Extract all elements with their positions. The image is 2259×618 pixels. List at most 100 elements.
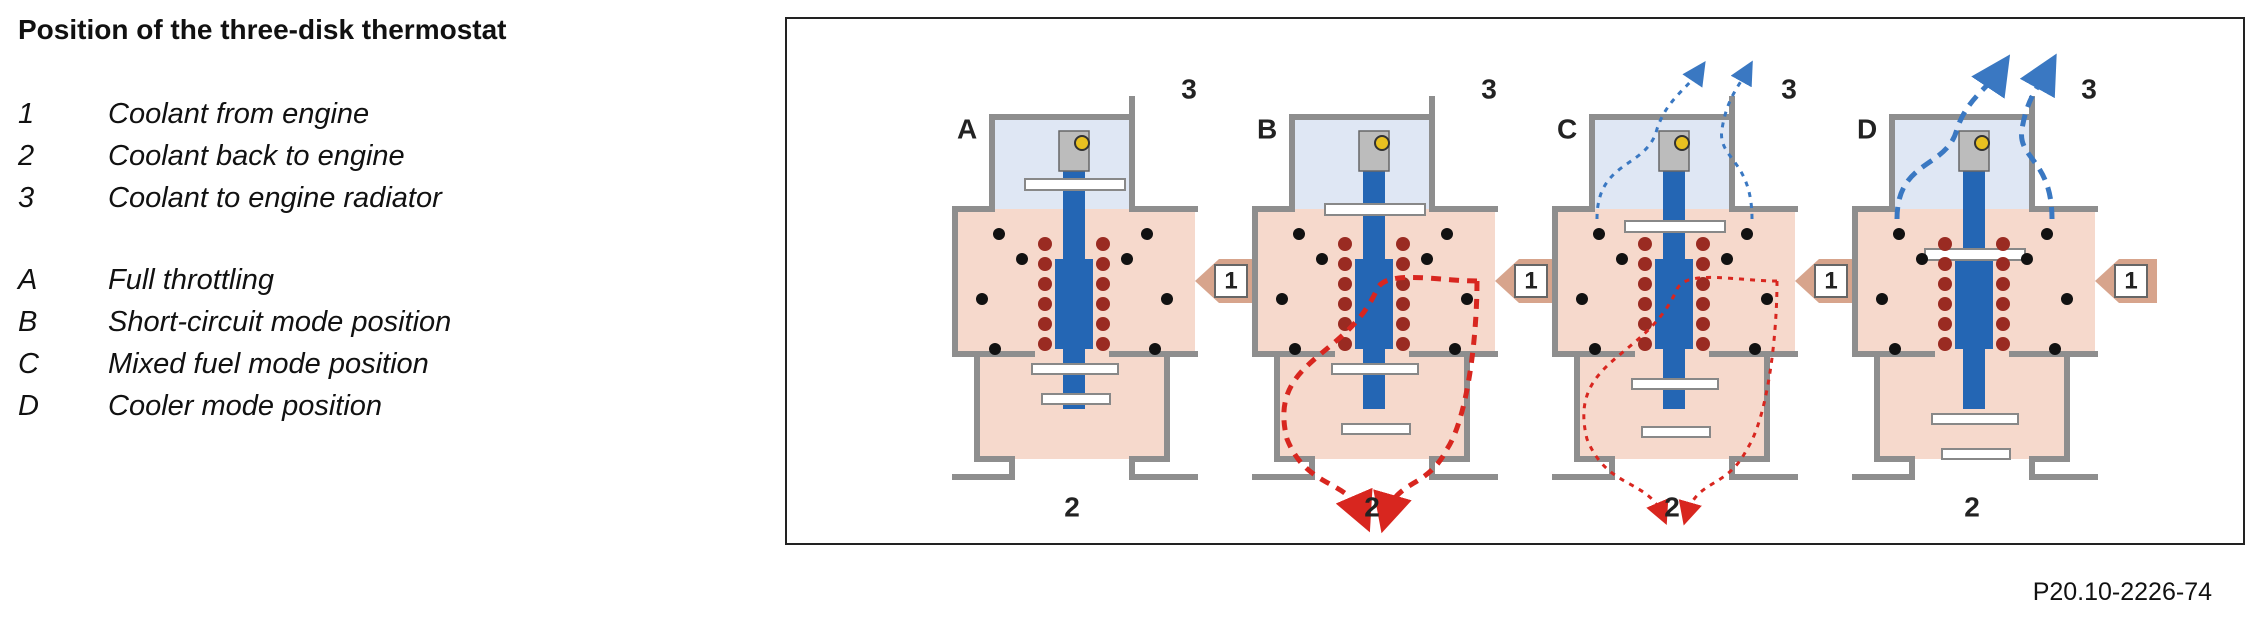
seat-dot xyxy=(1721,253,1733,265)
seat-dot xyxy=(2021,253,2033,265)
legend-key: 2 xyxy=(18,140,35,172)
spring-coil xyxy=(1396,257,1410,271)
sensor-bolt-icon xyxy=(1074,135,1090,151)
seat-dot xyxy=(2049,343,2061,355)
spring-coil xyxy=(1696,277,1710,291)
valve-body xyxy=(1355,259,1393,349)
spring-coil xyxy=(1938,277,1952,291)
disk-middle xyxy=(1931,413,2019,425)
panel-letter: A xyxy=(957,113,977,144)
seat-dot xyxy=(1293,228,1305,240)
spring-coil xyxy=(1638,317,1652,331)
spring-coil xyxy=(1396,277,1410,291)
housing-bottom-right xyxy=(1429,351,1498,480)
legend-key: 1 xyxy=(18,98,35,130)
legend-text: Coolant to engine radiator xyxy=(108,182,442,214)
seat-dot xyxy=(1149,343,1161,355)
disk-upper xyxy=(1624,220,1726,233)
return-label: 2 xyxy=(1364,491,1380,522)
spring-coil xyxy=(1096,237,1110,251)
seat-dot xyxy=(1593,228,1605,240)
legend-text: Short-circuit mode position xyxy=(108,306,452,338)
cold-flow-path xyxy=(2019,53,2057,220)
seat-dot xyxy=(1916,253,1928,265)
return-label: 2 xyxy=(1064,491,1080,522)
cold-flow-path xyxy=(1894,54,2011,220)
spring-coil xyxy=(1096,297,1110,311)
disk-lower xyxy=(1341,423,1411,435)
spring-coil xyxy=(1996,297,2010,311)
housing-top-left xyxy=(1589,96,1735,212)
legend-text: Coolant back to engine xyxy=(108,140,405,172)
disk-upper xyxy=(1324,203,1426,216)
seat-dot xyxy=(1461,293,1473,305)
spring-coil xyxy=(1338,277,1352,291)
cold-flow-path xyxy=(1720,60,1754,220)
spring-coil xyxy=(1396,237,1410,251)
housing-bottom-right xyxy=(1129,351,1198,480)
spring-coil xyxy=(1638,257,1652,271)
cold-flow-path xyxy=(1595,61,1706,220)
legend-key: A xyxy=(18,264,38,296)
spring-coil xyxy=(1096,277,1110,291)
inlet-label-box xyxy=(2114,264,2148,298)
panel-letter: B xyxy=(1257,113,1277,144)
seat-dot xyxy=(989,343,1001,355)
seat-dot xyxy=(1589,343,1601,355)
seat-dot xyxy=(1576,293,1588,305)
inlet-label-box xyxy=(1514,264,1548,298)
inlet-label: 1 xyxy=(1224,267,1237,294)
legend-text: Coolant from engine xyxy=(108,98,370,130)
spring-coil xyxy=(1996,337,2010,351)
sensor-bolt-icon xyxy=(1674,135,1690,151)
spring-coil xyxy=(1996,277,2010,291)
radiator-label: 3 xyxy=(1481,73,1497,104)
spring-coil xyxy=(1938,337,1952,351)
page-title: Position of the three-disk thermostat xyxy=(18,14,507,45)
inlet-label: 1 xyxy=(1524,267,1537,294)
spring-coil xyxy=(1638,297,1652,311)
housing-left-upper xyxy=(1252,206,1295,357)
seat-dot xyxy=(1141,228,1153,240)
legend-text: Mixed fuel mode position xyxy=(108,348,429,380)
radiator-label: 3 xyxy=(2081,73,2097,104)
disk-middle xyxy=(1331,363,1419,375)
spring-coil xyxy=(1996,237,2010,251)
sensor-bolt-icon xyxy=(1974,135,1990,151)
thermostat-panel-b: 1 B 3 2 xyxy=(1252,73,1557,534)
radiator-label: 3 xyxy=(1181,73,1197,104)
spring-coil xyxy=(1396,297,1410,311)
housing-bottom-right xyxy=(1729,351,1798,480)
spring-coil xyxy=(1338,337,1352,351)
inlet-label-box xyxy=(1814,264,1848,298)
spring-coil xyxy=(1638,237,1652,251)
inlet-label: 1 xyxy=(2124,267,2137,294)
seat-dot xyxy=(1749,343,1761,355)
legend-key: C xyxy=(18,348,39,380)
housing-bottom-left xyxy=(1552,351,1615,480)
seat-dot xyxy=(1893,228,1905,240)
disk-upper xyxy=(1924,248,2026,261)
legend-key: D xyxy=(18,390,39,422)
seat-dot xyxy=(2041,228,2053,240)
seat-dot xyxy=(1761,293,1773,305)
hot-flow-path xyxy=(1373,280,1480,534)
panel-letter: C xyxy=(1557,113,1577,144)
valve-body xyxy=(1955,259,1993,349)
sensor-bolt-icon xyxy=(1374,135,1390,151)
reference-code: P20.10-2226-74 xyxy=(2032,578,2212,606)
spring-coil xyxy=(1938,297,1952,311)
thermostat-panel-a: 1 A 3 2 xyxy=(952,73,1257,522)
housing-bottom-left xyxy=(1252,351,1315,480)
spring-coil xyxy=(1938,317,1952,331)
spring-coil xyxy=(1338,237,1352,251)
disk-lower xyxy=(1041,393,1111,405)
spring-coil xyxy=(1638,337,1652,351)
seat-dot xyxy=(1889,343,1901,355)
spring-coil xyxy=(1038,337,1052,351)
spring-coil xyxy=(1696,297,1710,311)
housing-top-left xyxy=(989,96,1135,212)
seat-dot xyxy=(1121,253,1133,265)
